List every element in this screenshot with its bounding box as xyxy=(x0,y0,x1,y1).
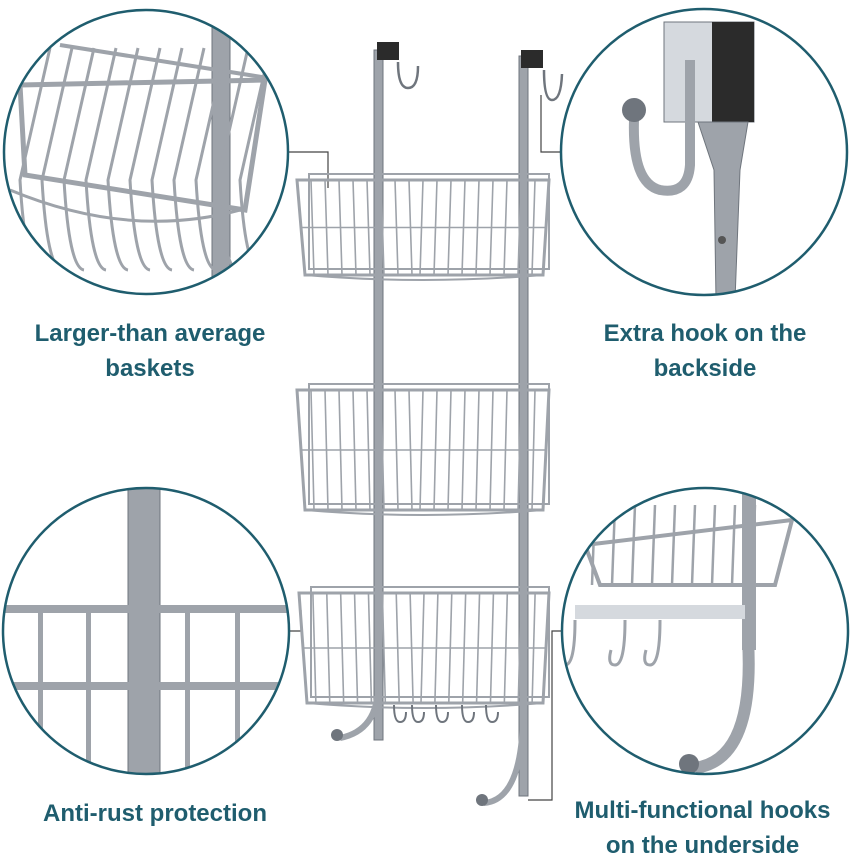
caption-line: Extra hook on the xyxy=(603,320,807,347)
detail-clip xyxy=(3,488,289,774)
underside-hook xyxy=(643,619,662,667)
feature-caption-underside-hooks: Multi-functional hooks on the underside xyxy=(555,793,850,863)
caption-line: baskets xyxy=(105,355,195,382)
basket-wire xyxy=(630,504,637,586)
detail-circle-border xyxy=(1,486,291,776)
underside-hook xyxy=(461,704,475,724)
basket-wire xyxy=(730,504,737,586)
basket-wire xyxy=(710,504,717,586)
bottom-hook xyxy=(339,679,382,741)
detail-bg xyxy=(562,488,848,774)
caption-line: Anti-rust protection xyxy=(43,800,267,827)
basket-frame xyxy=(17,77,268,213)
bracket-pad xyxy=(712,22,754,122)
wire xyxy=(86,612,91,774)
underside-hook xyxy=(435,704,449,724)
basket-back xyxy=(310,586,550,698)
leader-line xyxy=(288,151,329,188)
underside-hook xyxy=(411,704,425,724)
basket-wire xyxy=(84,47,118,272)
basket-bottom xyxy=(306,702,544,709)
large-hook xyxy=(693,639,755,774)
basket-bottom xyxy=(304,509,544,516)
basket-wire xyxy=(172,47,206,272)
door-hook-icon xyxy=(559,7,849,297)
basket-wire xyxy=(670,504,677,586)
basket-back xyxy=(308,383,550,505)
underside-hook xyxy=(393,704,407,724)
basket-wire xyxy=(128,47,162,272)
wire xyxy=(235,612,240,774)
metal-pole-icon xyxy=(1,486,291,776)
basket-back xyxy=(308,173,550,270)
over-door-shower-caddy-icon xyxy=(295,42,564,806)
basket-wire xyxy=(650,504,657,586)
hook-ball xyxy=(476,794,488,806)
top-hook xyxy=(396,61,420,90)
bracket-arm xyxy=(697,121,749,295)
hook-ball xyxy=(679,754,699,774)
detail-clip xyxy=(561,9,847,295)
hook-ball xyxy=(331,729,343,741)
bottom-hook xyxy=(483,699,527,806)
detail-circle-border xyxy=(559,7,849,297)
feature-caption-baskets: Larger-than average baskets xyxy=(0,316,300,386)
basket-rail xyxy=(9,188,241,223)
underside-bar xyxy=(575,605,745,619)
door-bracket xyxy=(521,50,543,68)
hooks-icon xyxy=(560,486,850,776)
leader-line xyxy=(528,630,562,801)
rail xyxy=(3,605,289,613)
rail xyxy=(3,682,289,690)
basket-wire xyxy=(150,47,184,272)
detail-circle-border xyxy=(560,486,850,776)
detail-clip xyxy=(562,488,848,774)
feature-caption-anti-rust: Anti-rust protection xyxy=(0,796,310,831)
detail-circle-border xyxy=(2,8,290,296)
pole xyxy=(742,488,756,650)
door-bracket xyxy=(377,42,399,60)
wire xyxy=(38,612,43,774)
basket-bottom xyxy=(304,274,544,281)
wire-basket-icon xyxy=(2,8,290,296)
basket-wire xyxy=(106,47,140,272)
screw xyxy=(718,236,726,244)
underside-hook xyxy=(608,619,627,667)
caption-line: on the underside xyxy=(605,832,800,859)
underside-hook xyxy=(485,704,499,724)
feature-caption-backside-hook: Extra hook on the backside xyxy=(560,316,850,386)
top-hook xyxy=(542,69,564,102)
caption-line: Multi-functional hooks xyxy=(574,797,831,824)
wire xyxy=(185,612,190,774)
basket-frame xyxy=(582,517,795,587)
backside-hook xyxy=(628,60,695,196)
basket-wire xyxy=(62,47,96,272)
basket-wire xyxy=(750,504,757,586)
detail-clip xyxy=(4,10,288,294)
pole xyxy=(127,488,161,774)
basket-wire xyxy=(194,47,228,272)
caption-line: backside xyxy=(653,355,757,382)
leader-line xyxy=(540,95,562,153)
basket-wire xyxy=(690,504,697,586)
caption-line: Larger-than average xyxy=(34,320,266,347)
hook-ball xyxy=(622,98,646,122)
